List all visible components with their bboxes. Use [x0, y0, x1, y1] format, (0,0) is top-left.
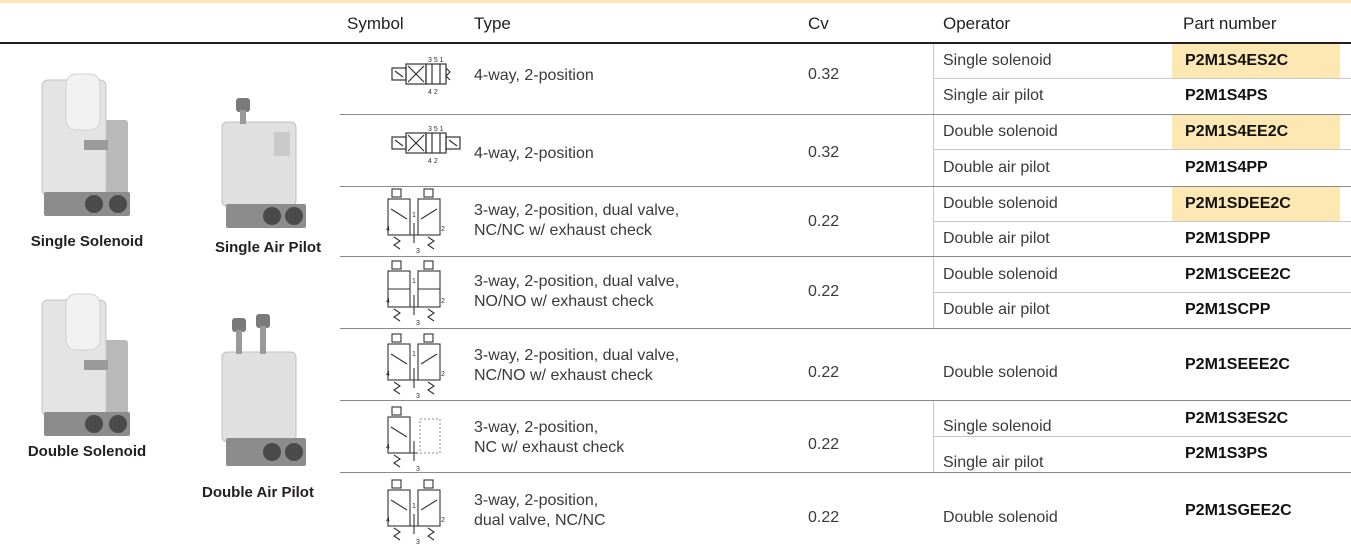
type-text: 3-way, 2-position,dual valve, NC/NC	[474, 492, 606, 529]
svg-text:3: 3	[416, 539, 420, 546]
part-number: P2M1SCPP	[1185, 301, 1271, 318]
operator-text: Double air pilot	[943, 301, 1050, 318]
type-text: 3-way, 2-position, dual valve,NC/NC w/ e…	[474, 202, 680, 239]
svg-text:3 5 1: 3 5 1	[428, 126, 444, 133]
group-divider	[340, 400, 1351, 401]
cv-value: 0.22	[808, 283, 840, 300]
svg-text:3 5 1: 3 5 1	[428, 57, 444, 64]
operator-text: Double solenoid	[943, 195, 1058, 212]
3-way-dual-valve-nc-no-symbol-icon: 4 2 1 3	[386, 333, 445, 400]
type-text: 4-way, 2-position	[474, 145, 594, 162]
operator-text: Double air pilot	[943, 159, 1050, 176]
double-air-pilot-valve-image	[221, 314, 306, 466]
svg-text:2: 2	[441, 371, 445, 378]
operator-text: Double solenoid	[943, 123, 1058, 140]
operator-text: Single solenoid	[943, 418, 1052, 435]
operator-text: Single air pilot	[943, 454, 1044, 471]
group-divider	[340, 328, 1351, 329]
part-number: P2M1SDPP	[1185, 230, 1271, 247]
svg-text:3: 3	[416, 466, 420, 473]
operator-text: Double solenoid	[943, 364, 1058, 381]
top-accent-line	[0, 0, 1351, 3]
part-number: P2M1S4PP	[1185, 159, 1268, 176]
operator-text: Double solenoid	[943, 266, 1058, 283]
cv-value: 0.22	[808, 364, 840, 381]
part-number: P2M1S3PS	[1185, 445, 1268, 462]
type-text: 4-way, 2-position	[474, 67, 594, 84]
cv-value: 0.32	[808, 66, 840, 83]
operator-text: Single air pilot	[943, 87, 1044, 104]
row-divider	[933, 292, 1351, 293]
svg-text:3: 3	[416, 320, 420, 327]
cv-value: 0.22	[808, 509, 840, 526]
svg-text:4 2: 4 2	[428, 89, 438, 96]
3-way-dual-valve-nc-nc-symbol-icon: 4 2 1 3	[386, 188, 445, 255]
type-text: 3-way, 2-position,NC w/ exhaust check	[474, 419, 625, 456]
double-air-pilot-label: Double Air Pilot	[202, 484, 314, 501]
row-divider	[933, 221, 1351, 222]
part-number: P2M1S4PS	[1185, 87, 1268, 104]
svg-text:1: 1	[412, 212, 416, 219]
single-solenoid-label: Single Solenoid	[30, 233, 144, 250]
type-text: 3-way, 2-position, dual valve,NC/NO w/ e…	[474, 347, 680, 384]
svg-text:4: 4	[386, 444, 390, 451]
row-divider	[933, 436, 1351, 437]
double-solenoid-label: Double Solenoid	[27, 443, 147, 460]
operator-text: Single solenoid	[943, 52, 1052, 69]
group-divider	[340, 472, 1351, 473]
column-divider	[933, 187, 934, 256]
column-divider	[933, 44, 934, 114]
part-number: P2M1SDEE2C	[1172, 187, 1340, 221]
svg-text:4 2: 4 2	[428, 158, 438, 165]
group-divider	[340, 256, 1351, 257]
double-solenoid-valve-image	[41, 293, 130, 436]
group-divider	[340, 114, 1351, 115]
single-air-pilot-valve-image	[221, 98, 306, 228]
row-divider	[933, 149, 1351, 150]
header-type: Type	[474, 14, 511, 33]
svg-text:4: 4	[386, 371, 390, 378]
single-air-pilot-label: Single Air Pilot	[214, 239, 322, 256]
3-way-dual-valve-no-no-symbol-icon: 4 2 1 3	[386, 260, 445, 327]
header-cv: Cv	[808, 14, 829, 33]
part-number: P2M1S3ES2C	[1185, 410, 1289, 427]
svg-text:1: 1	[412, 503, 416, 510]
svg-text:4: 4	[386, 517, 390, 524]
operator-text: Double air pilot	[943, 230, 1050, 247]
svg-text:2: 2	[441, 517, 445, 524]
svg-text:3: 3	[416, 393, 420, 400]
header-part-number: Part number	[1183, 14, 1277, 33]
svg-text:1: 1	[412, 351, 416, 358]
3-way-single-nc-symbol-icon: 4 3	[386, 406, 441, 473]
column-divider	[933, 401, 934, 472]
part-number: P2M1S4ES2C	[1172, 44, 1340, 78]
3-way-dual-valve-nc-nc-symbol-icon: 4 2 1 3	[386, 479, 445, 546]
part-number: P2M1S4EE2C	[1172, 115, 1340, 149]
svg-text:2: 2	[441, 298, 445, 305]
type-text: 3-way, 2-position, dual valve,NO/NO w/ e…	[474, 273, 680, 310]
header-operator: Operator	[943, 14, 1011, 33]
part-number: P2M1SCEE2C	[1185, 266, 1291, 283]
header-symbol: Symbol	[347, 14, 404, 33]
cv-value: 0.22	[808, 436, 840, 453]
column-divider	[933, 257, 934, 328]
single-solenoid-valve-image	[41, 73, 130, 216]
column-divider	[933, 115, 934, 186]
svg-text:3: 3	[416, 248, 420, 255]
part-number: P2M1SEEE2C	[1185, 356, 1290, 373]
cv-value: 0.32	[808, 144, 840, 161]
header-rule	[0, 42, 1351, 44]
row-divider	[933, 78, 1351, 79]
4-way-single-solenoid-spring-return-symbol-icon: 3 5 1 4 2	[391, 57, 451, 96]
operator-text: Double solenoid	[943, 509, 1058, 526]
svg-text:4: 4	[386, 298, 390, 305]
group-divider	[340, 186, 1351, 187]
svg-text:1: 1	[412, 278, 416, 285]
cv-value: 0.22	[808, 213, 840, 230]
4-way-double-solenoid-symbol-icon: 3 5 1 4 2	[391, 126, 461, 165]
part-number: P2M1SGEE2C	[1185, 502, 1292, 519]
svg-text:2: 2	[441, 226, 445, 233]
svg-text:4: 4	[386, 226, 390, 233]
